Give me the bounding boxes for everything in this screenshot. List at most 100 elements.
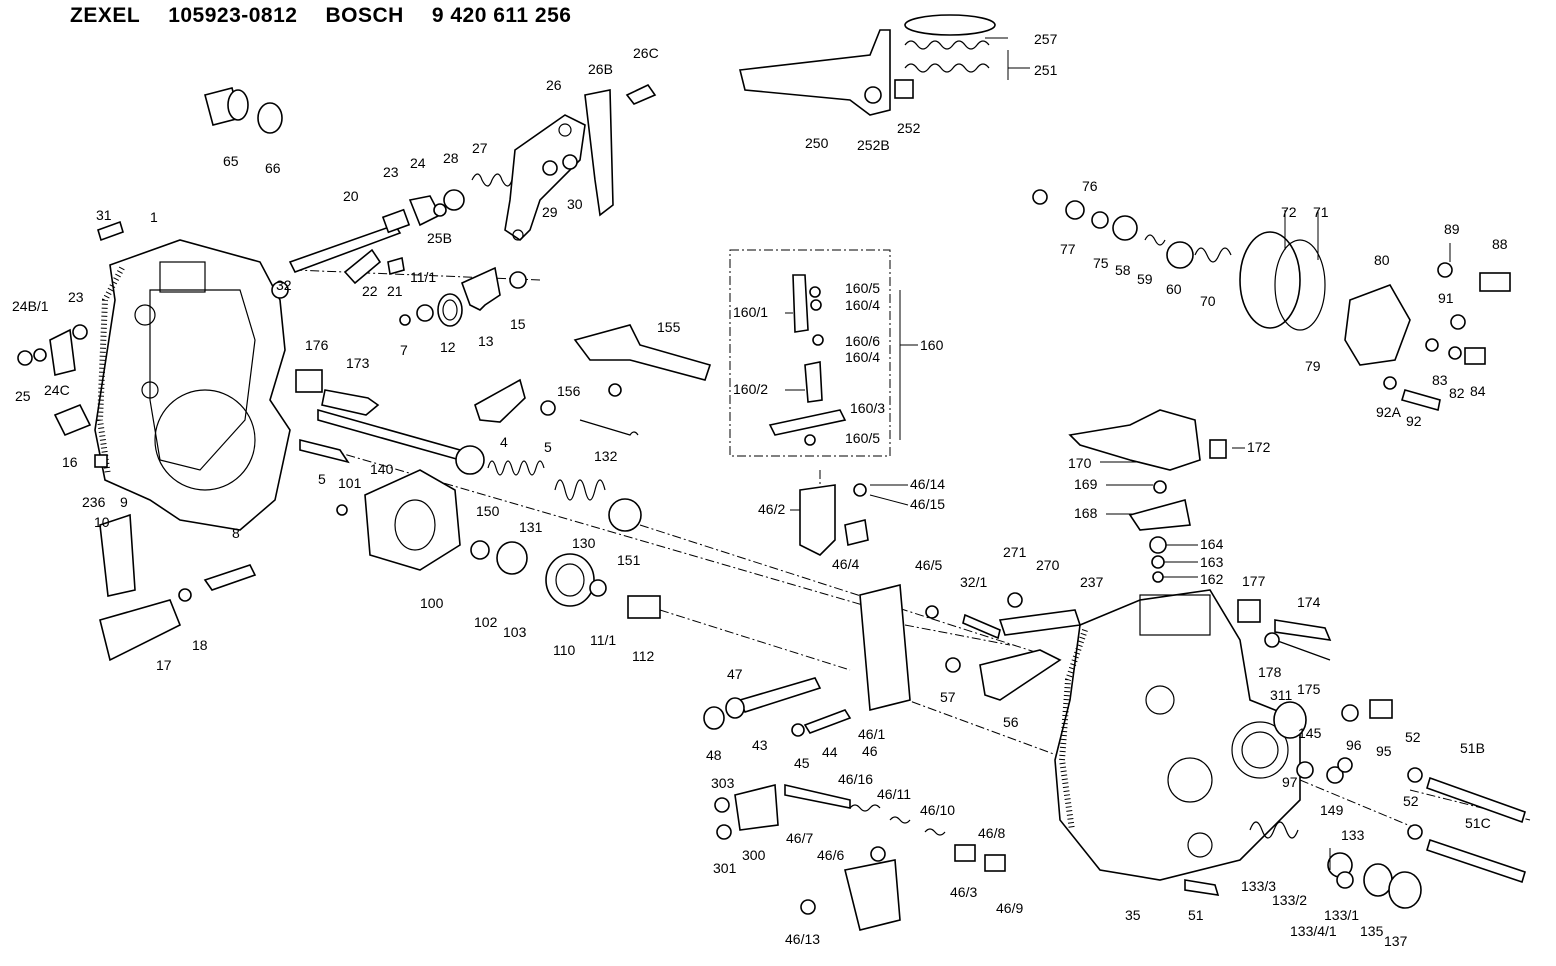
label-133: 133 <box>1341 827 1365 843</box>
label-112: 112 <box>632 648 655 664</box>
cover-80 <box>1344 284 1411 366</box>
label-130: 130 <box>572 535 596 551</box>
nut-58 <box>1112 215 1138 241</box>
label-92: 92 <box>1406 413 1422 429</box>
label-18: 18 <box>192 637 208 653</box>
label-46-10: 46/10 <box>920 802 955 818</box>
pin-101 <box>336 504 348 516</box>
lever-170 <box>1068 409 1201 471</box>
screw-91 <box>1450 314 1466 330</box>
spring-70 <box>1194 247 1232 263</box>
label-80: 80 <box>1374 252 1390 268</box>
label-95: 95 <box>1376 743 1392 759</box>
part-46-4 <box>844 519 869 546</box>
pin-44 <box>803 709 852 734</box>
label-257: 257 <box>1034 31 1058 47</box>
label-160-4a: 160/4 <box>845 297 880 313</box>
bosch-part-number: 9 420 611 256 <box>431 4 572 27</box>
spring-59 <box>1144 234 1166 246</box>
label-31: 31 <box>96 207 112 223</box>
screw-5b <box>540 400 556 416</box>
label-44: 44 <box>822 744 838 760</box>
part-163 <box>1151 555 1165 569</box>
part-133-1 <box>1336 871 1354 889</box>
label-60: 60 <box>1166 281 1182 297</box>
label-137: 137 <box>1384 933 1408 949</box>
sleeve-110 <box>545 553 595 607</box>
label-155: 155 <box>657 319 681 335</box>
label-5b: 5 <box>544 439 552 455</box>
label-303: 303 <box>711 775 735 791</box>
label-177: 177 <box>1242 573 1266 589</box>
nut-45 <box>791 723 805 737</box>
nut-83 <box>1425 338 1439 352</box>
plate-168 <box>1128 499 1191 531</box>
label-160-5b: 160/5 <box>845 430 880 446</box>
washer-46-5 <box>925 605 939 619</box>
label-59: 59 <box>1137 271 1153 287</box>
label-10: 10 <box>94 514 110 530</box>
washer-252B <box>864 86 882 104</box>
nut-301 <box>716 824 732 840</box>
part-178 <box>1264 632 1280 648</box>
springs-251 <box>904 40 990 73</box>
label-65: 65 <box>223 153 239 169</box>
label-102: 102 <box>474 614 498 630</box>
label-172: 172 <box>1247 439 1271 455</box>
label-11-1a: 11/1 <box>410 269 436 285</box>
label-163: 163 <box>1200 554 1224 570</box>
label-97: 97 <box>1282 774 1298 790</box>
part-311 <box>1273 701 1307 739</box>
label-45: 45 <box>794 755 810 771</box>
label-160-6: 160/6 <box>845 333 880 349</box>
label-169: 169 <box>1074 476 1098 492</box>
bolt-175 <box>1274 639 1331 661</box>
part-46-6 <box>870 846 886 862</box>
label-131: 131 <box>519 519 543 535</box>
label-76: 76 <box>1082 178 1098 194</box>
label-160-3: 160/3 <box>850 400 885 416</box>
label-132: 132 <box>594 448 618 464</box>
label-27: 27 <box>472 140 488 156</box>
label-20: 20 <box>343 188 359 204</box>
bolt-46-7 <box>784 783 851 809</box>
label-175: 175 <box>1297 681 1321 697</box>
screw-156 <box>608 383 622 397</box>
label-71: 71 <box>1313 204 1329 220</box>
label-174: 174 <box>1297 594 1321 610</box>
label-12: 12 <box>440 339 456 355</box>
pin-32-1 <box>962 613 1001 640</box>
label-46-5: 46/5 <box>915 557 942 573</box>
leader-lines <box>785 37 1451 870</box>
ring-102 <box>470 540 490 560</box>
label-29: 29 <box>542 204 558 220</box>
label-77: 77 <box>1060 241 1076 257</box>
lever-13 <box>460 266 501 311</box>
part-160-3 <box>768 409 847 436</box>
label-35: 35 <box>1125 907 1141 923</box>
label-168: 168 <box>1074 505 1098 521</box>
label-24: 24 <box>410 155 426 171</box>
label-46-3: 46/3 <box>950 884 977 900</box>
brand-bosch: BOSCH <box>325 4 404 27</box>
plate-270 <box>998 609 1082 636</box>
screw-51 <box>1184 879 1220 896</box>
screw-31 <box>97 220 124 242</box>
spring-seat-151 <box>608 498 642 532</box>
label-7: 7 <box>400 342 408 358</box>
label-103: 103 <box>503 624 527 640</box>
screw-57 <box>945 657 961 673</box>
bolt-252 <box>894 79 914 99</box>
spring-46-11 <box>889 816 911 824</box>
label-311: 311 <box>1270 687 1293 703</box>
ring-18 <box>178 588 192 602</box>
label-30: 30 <box>567 196 583 212</box>
label-26: 26 <box>546 77 562 93</box>
label-150: 150 <box>476 503 500 519</box>
label-47: 47 <box>727 666 743 682</box>
label-46-9: 46/9 <box>996 900 1023 916</box>
label-58: 58 <box>1115 262 1131 278</box>
screw-172 <box>1209 439 1227 459</box>
nut-32 <box>271 281 289 299</box>
part-160-1 <box>792 274 809 333</box>
